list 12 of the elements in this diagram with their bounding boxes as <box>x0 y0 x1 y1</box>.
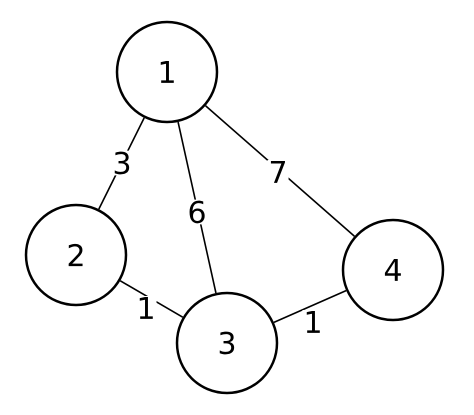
graph-node: 4 <box>342 218 444 322</box>
edge-label: 1 <box>302 310 324 334</box>
edge-line <box>205 105 355 237</box>
graph-node: 3 <box>176 292 278 394</box>
edge-label: 3 <box>111 150 133 176</box>
edge-line <box>120 280 184 318</box>
edge-label: 1 <box>135 296 157 320</box>
edge-label: 6 <box>186 200 208 224</box>
edge-line <box>274 290 346 324</box>
graph-node: 1 <box>116 20 218 124</box>
edge-label: 7 <box>267 160 289 184</box>
graph-node: 2 <box>24 204 128 306</box>
